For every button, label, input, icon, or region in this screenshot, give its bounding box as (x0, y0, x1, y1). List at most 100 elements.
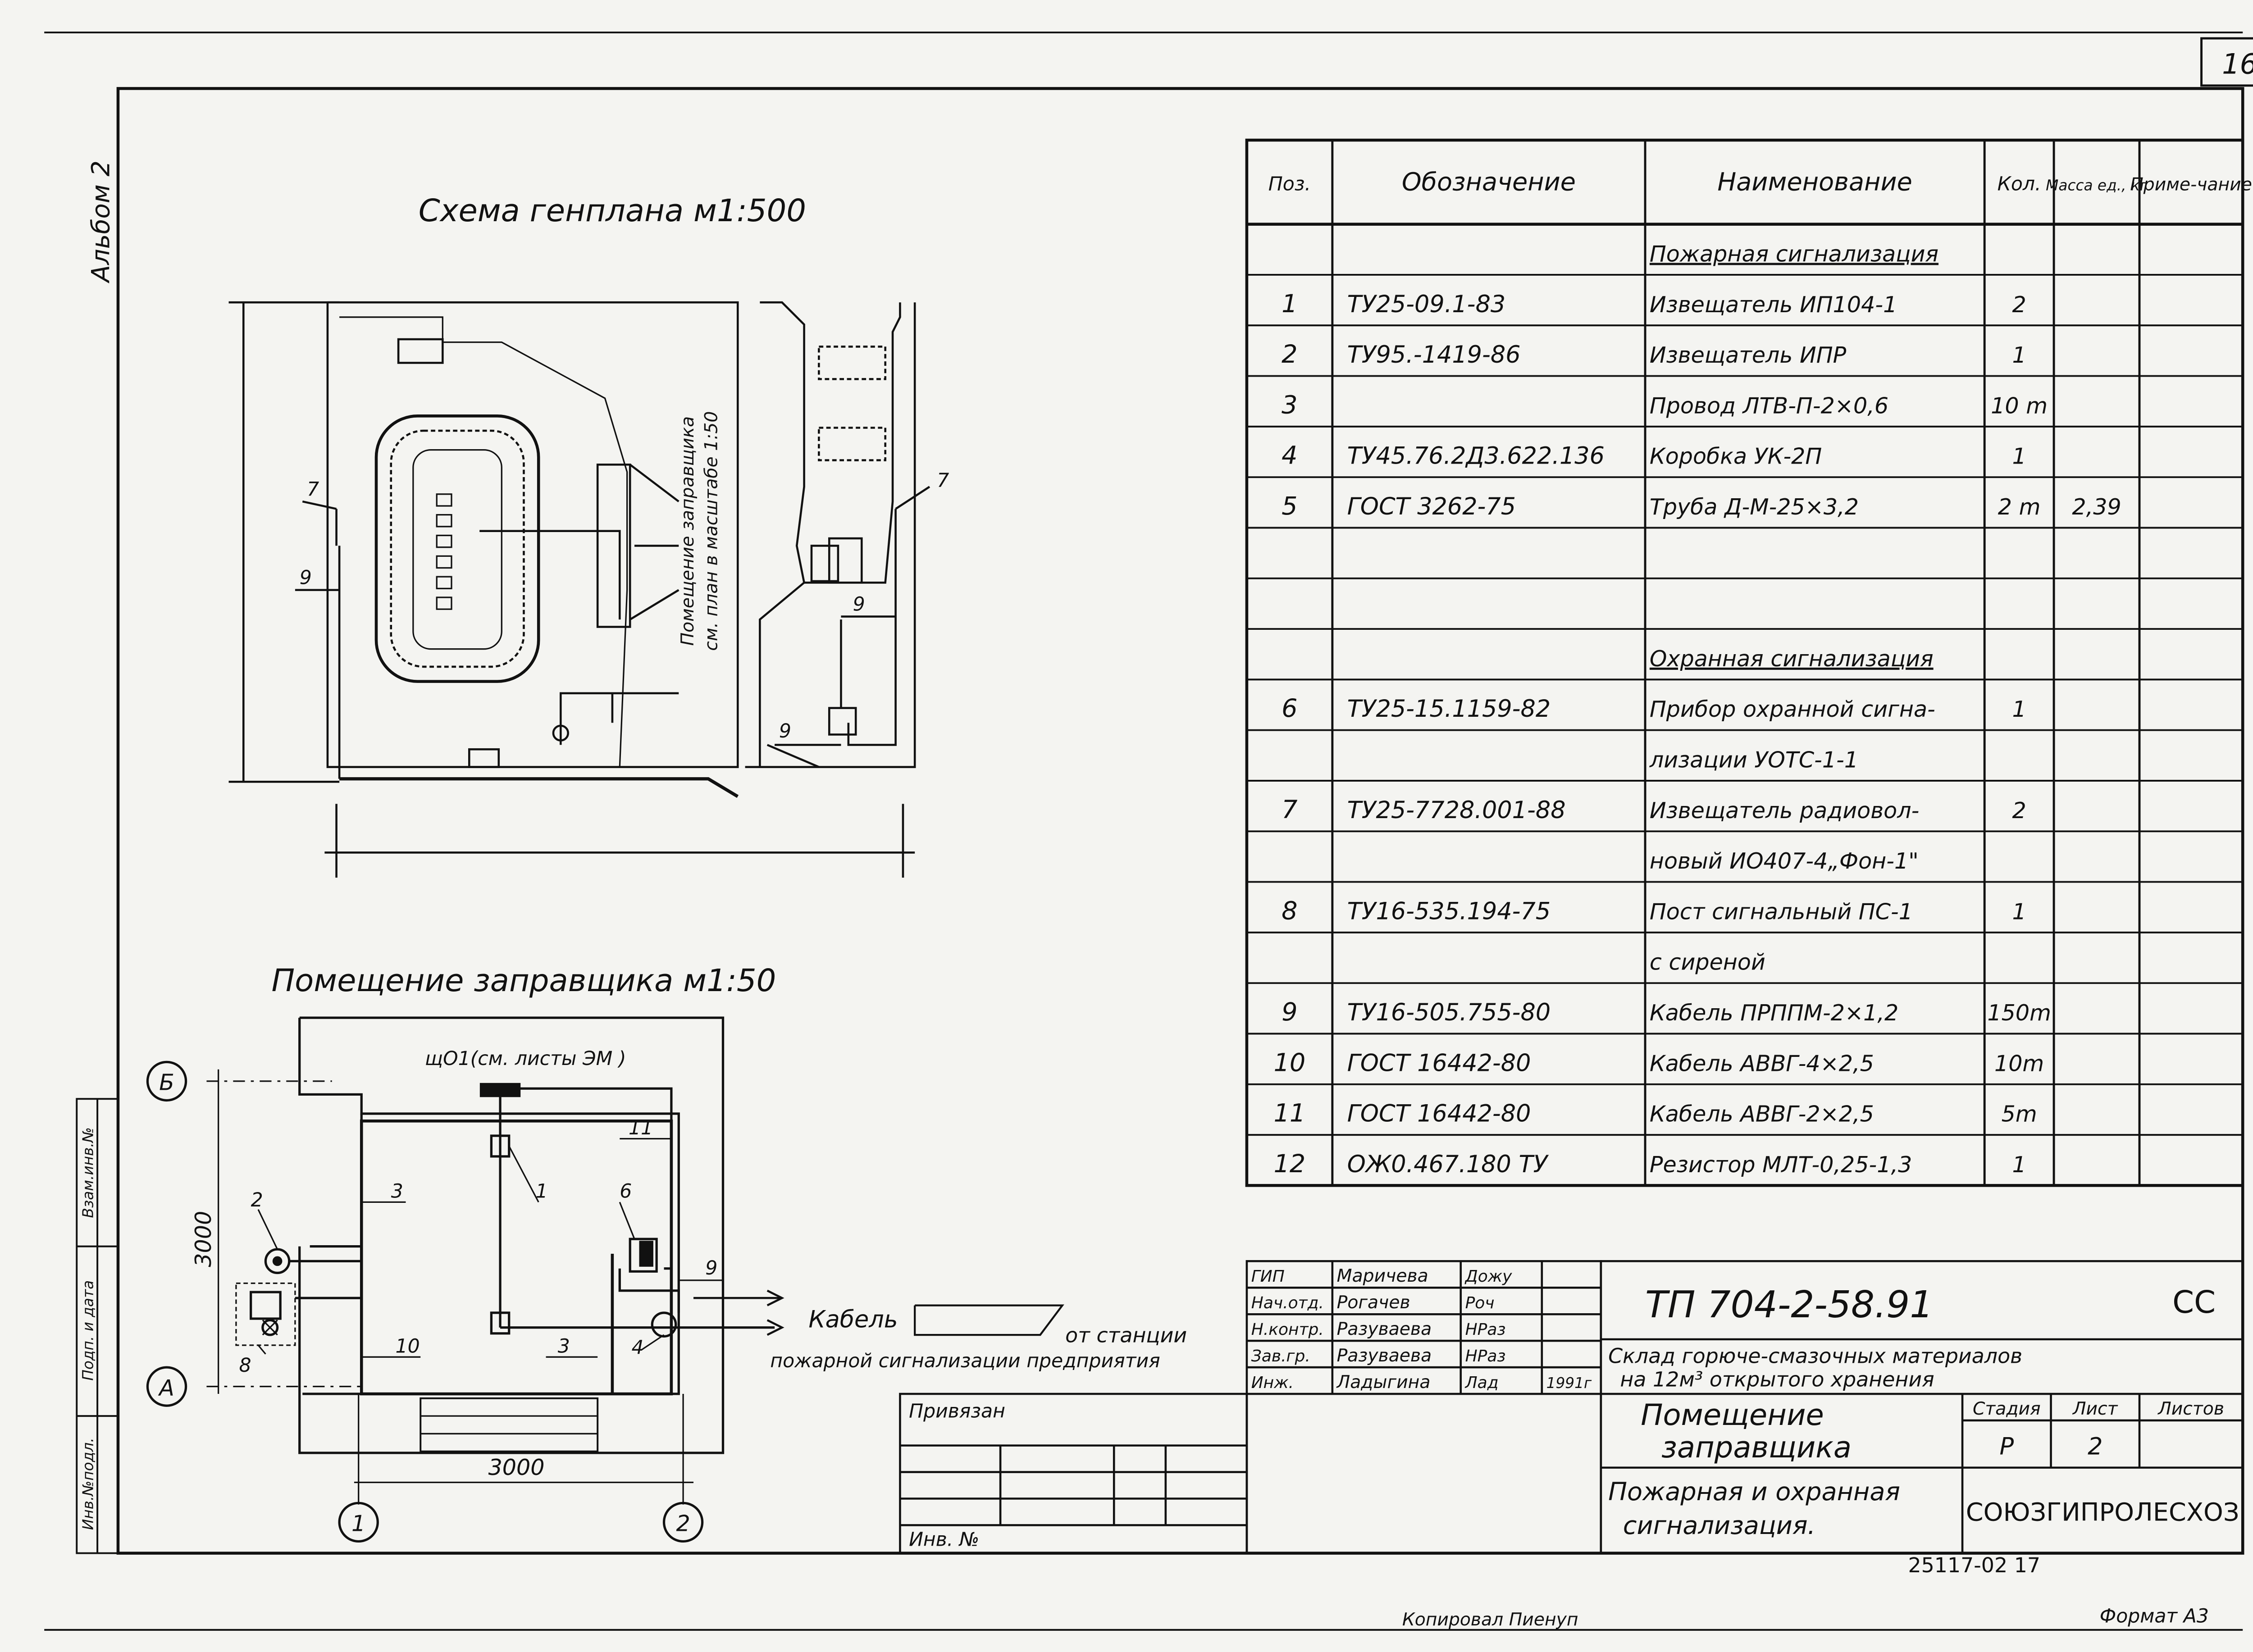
spec-name-cell: лизации УОТС-1-1 (1649, 747, 1858, 773)
spec-name-cell: Извещатель радиовол- (1650, 797, 1919, 824)
signer-role: Нач.отд. (1251, 1294, 1324, 1312)
left-stamp (76, 1098, 119, 1554)
spec-pos-cell: 5 (1282, 492, 1297, 521)
room-callout: 4 (631, 1337, 643, 1359)
stamp-sign-date: Подп. и дата (79, 1280, 96, 1381)
spec-qty-cell: 1 (2012, 342, 2026, 368)
spec-header-cell: Наименование (1717, 167, 1912, 196)
spec-name-cell: Извещатель ИПР (1650, 342, 1847, 368)
stamp-original-inv: Инв.№подл. (79, 1438, 96, 1530)
spec-name-cell: Кабель АВВГ-2×2,5 (1650, 1101, 1874, 1127)
room-panel-label: щО1(см. листы ЭМ ) (425, 1047, 626, 1070)
room-callout: 9 (705, 1257, 717, 1279)
signer-name: Разуваева (1337, 1319, 1432, 1339)
spec-designation-cell: ТУ45.76.2Д3.622.136 (1347, 442, 1605, 470)
stage-header: Стадия (1973, 1399, 2041, 1419)
sheet-header: Лист (2072, 1399, 2118, 1419)
signer-role: Инж. (1251, 1374, 1294, 1392)
spec-designation-cell: ТУ16-535.194-75 (1347, 897, 1551, 925)
signer-signature: Роч (1465, 1294, 1495, 1312)
sheet-title-line2: заправщика (1661, 1430, 1852, 1465)
content-line2: сигнализация. (1623, 1511, 1815, 1540)
signer-signature: НРаз (1465, 1320, 1506, 1339)
room-callout: 3 (558, 1335, 570, 1357)
spec-name-cell: Прибор охранной сигна- (1650, 696, 1935, 722)
dim-vertical: 3000 (190, 1211, 216, 1267)
spec-header-cell: Обозначение (1402, 167, 1576, 196)
signer-name: Рогачев (1337, 1292, 1410, 1313)
cable-note: пожарной сигнализации предприятия (770, 1350, 1160, 1372)
signer-role: Зав.гр. (1251, 1347, 1310, 1365)
spec-mass-cell: 2,39 (2072, 494, 2121, 520)
signer-signature: НРаз (1465, 1347, 1506, 1365)
site-plan-title: Схема генплана м1:500 (419, 193, 806, 229)
site-callout: 9 (300, 567, 312, 589)
signer-name: Ладыгина (1336, 1372, 1431, 1393)
cable-from-label: от станции (1065, 1323, 1187, 1347)
room-plan-title: Помещение заправщика м1:50 (271, 963, 776, 999)
room-callout: 10 (396, 1335, 420, 1357)
spec-qty-cell: 2 (2012, 291, 2026, 318)
spec-name-cell: Пост сигнальный ПС-1 (1650, 898, 1913, 924)
room-callout: 6 (620, 1180, 632, 1203)
doc-mark: СС (2172, 1284, 2216, 1320)
signer-name: Разуваева (1337, 1346, 1432, 1366)
organization: СОЮЗГИПРОЛЕСХОЗ (1966, 1498, 2239, 1527)
room-callout: 2 (251, 1189, 263, 1211)
spec-designation-cell: ТУ16-505.755-80 (1347, 999, 1551, 1026)
spec-designation-cell: ТУ25-09.1-83 (1347, 291, 1506, 318)
spec-qty-cell: 1 (2012, 696, 2026, 722)
album-label: Альбом 2 (86, 160, 115, 283)
spec-pos-cell: 12 (1273, 1149, 1305, 1179)
dim-horizontal: 3000 (488, 1454, 545, 1480)
spec-qty-cell: 150m (1987, 1000, 2051, 1026)
object-name-line2: на 12м³ открытого хранения (1620, 1367, 1934, 1392)
format-label: Формат А3 (2100, 1605, 2209, 1628)
content-line1: Пожарная и охранная (1608, 1477, 1900, 1506)
spec-name-cell: Резистор МЛТ-0,25-1,3 (1650, 1151, 1912, 1178)
spec-pos-cell: 10 (1273, 1048, 1305, 1077)
site-room-note-scale: см. план в масштабе 1:50 (701, 411, 721, 651)
spec-name-cell: Извещатель ИП104-1 (1650, 291, 1897, 318)
spec-header-cell: Приме-чание (2130, 174, 2252, 195)
spec-pos-cell: 8 (1282, 896, 1297, 925)
inv-no-label: Инв. № (909, 1528, 979, 1551)
spec-pos-cell: 7 (1282, 795, 1297, 824)
site-plan-drawing (228, 301, 930, 878)
signer-name: Маричева (1337, 1266, 1428, 1286)
cable-label: Кабель (808, 1306, 898, 1333)
site-callout: 9 (779, 720, 791, 742)
spec-pos-cell: 11 (1273, 1099, 1305, 1128)
object-name-line1: Склад горюче-смазочных материалов (1608, 1343, 2022, 1368)
axis-label-b: Б (159, 1069, 174, 1096)
room-callout: 11 (629, 1117, 653, 1139)
spec-header-cell: Кол. (1998, 173, 2041, 195)
axis-label-1: 1 (351, 1511, 365, 1537)
spec-name-cell: Кабель ПРППМ-2×1,2 (1650, 1000, 1898, 1026)
signer-role: ГИП (1251, 1267, 1285, 1286)
spec-designation-cell: ОЖ0.467.180 ТУ (1347, 1151, 1549, 1178)
spec-name-cell: новый ИО407-4„Фон-1" (1650, 848, 1919, 874)
spec-pos-cell: 2 (1282, 340, 1297, 369)
spec-qty-cell: 2 (2012, 797, 2026, 824)
spec-designation-cell: ГОСТ 16442-80 (1347, 1049, 1531, 1077)
spec-designation-cell: ГОСТ 16442-80 (1347, 1100, 1531, 1128)
site-room-note: Помещение заправщика (678, 416, 698, 646)
spec-name-cell: Кабель АВВГ-4×2,5 (1650, 1050, 1874, 1076)
site-callout: 7 (307, 478, 319, 501)
stage-value: Р (2000, 1433, 2014, 1460)
sheet-title-line1: Помещение (1641, 1398, 1824, 1432)
spec-pos-cell: 1 (1282, 289, 1297, 319)
binding-label: Привязан (909, 1400, 1005, 1422)
spec-qty-cell: 1 (2012, 1151, 2026, 1178)
spec-name-cell: Коробка УК-2П (1650, 443, 1822, 469)
room-plan-drawing (146, 1016, 1064, 1543)
spec-designation-cell: ТУ25-7728.001-88 (1347, 796, 1566, 824)
signer-signature: Лад (1464, 1374, 1499, 1392)
site-callout: 7 (937, 469, 949, 492)
room-callout: 8 (239, 1354, 251, 1377)
spec-qty-cell: 10 m (1991, 392, 2048, 419)
sheets-header: Листов (2157, 1399, 2224, 1419)
spec-qty-cell: 5m (2002, 1101, 2037, 1127)
